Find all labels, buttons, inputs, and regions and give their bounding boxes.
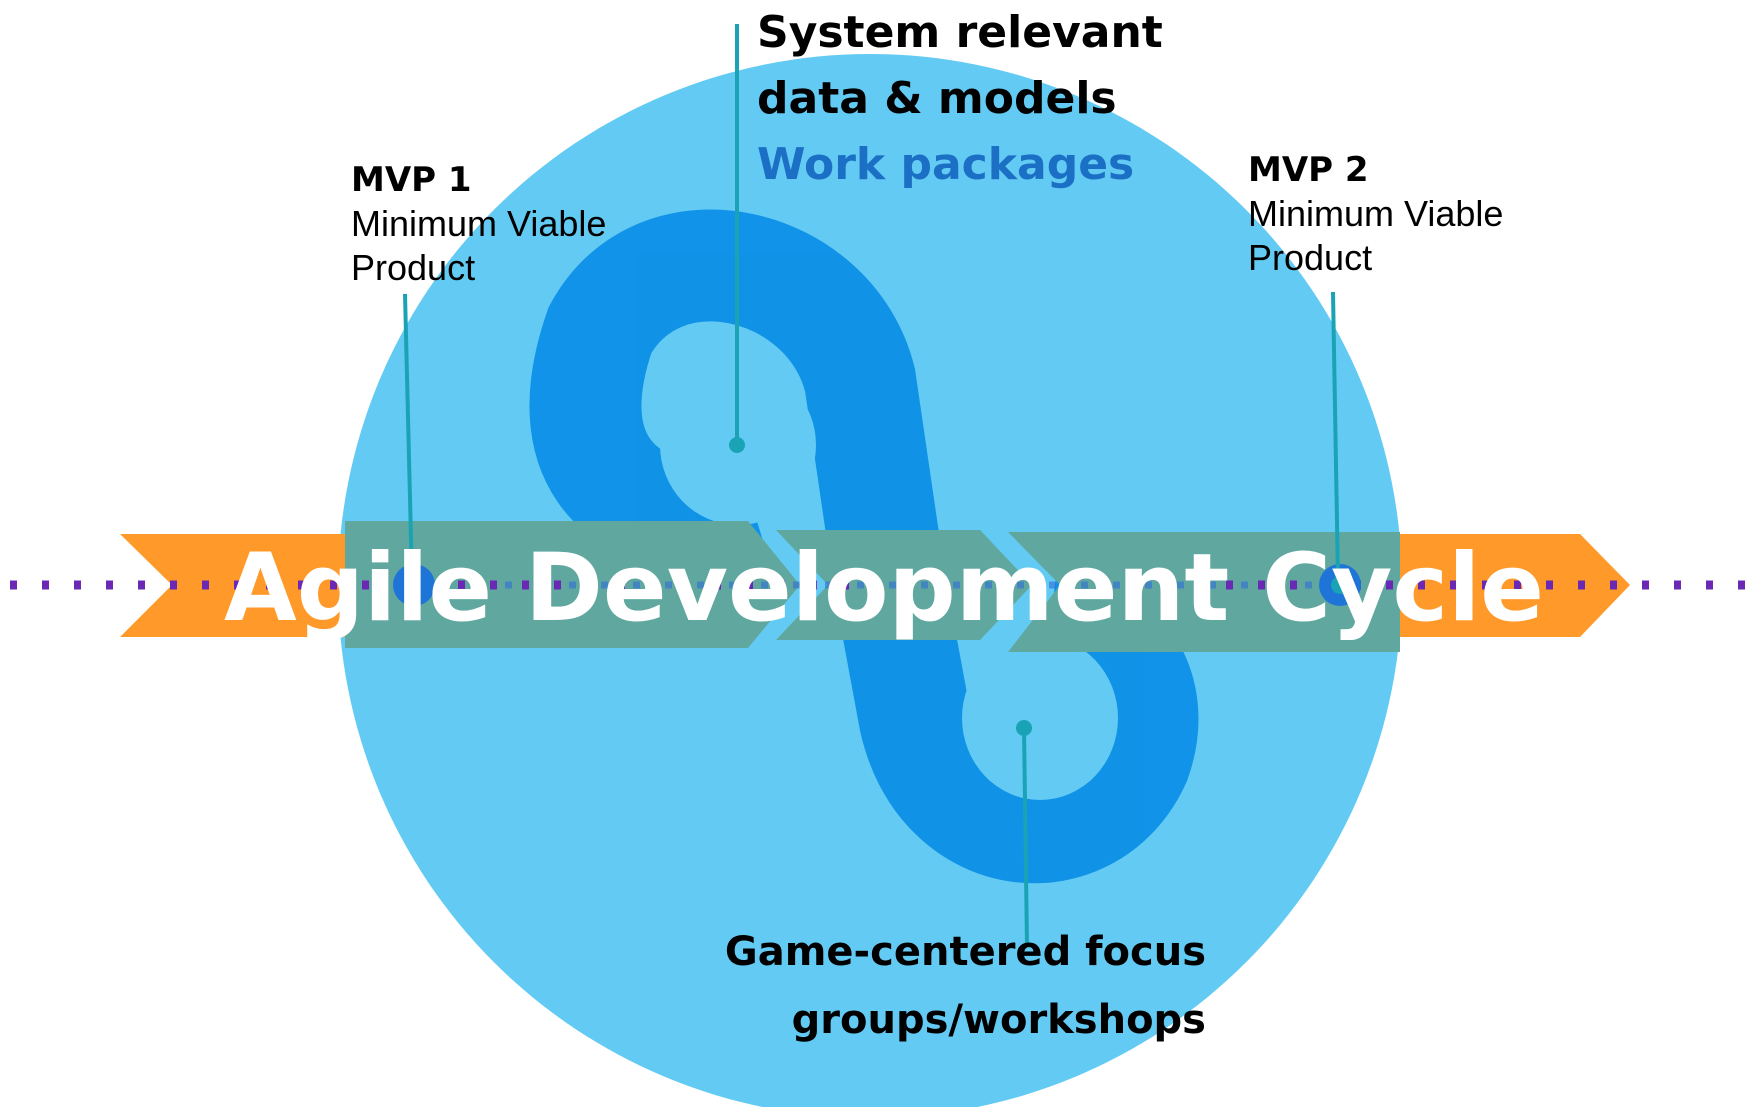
- top-leader-dot: [729, 437, 745, 453]
- mvp1-title: MVP 1: [351, 160, 472, 200]
- lower-loop-hole: [962, 636, 1118, 800]
- mvp1-label: MVP 1 Minimum Viable Product: [351, 158, 631, 290]
- top-callout-line2: data & models: [757, 73, 1117, 124]
- diagram-title: Agile Development Cycle: [223, 534, 1545, 643]
- work-packages-label: Work packages: [757, 139, 1135, 190]
- mvp1-description: Minimum Viable Product: [351, 203, 607, 288]
- mvp2-marker-inner: [1331, 576, 1349, 594]
- top-callout-line1: System relevant: [757, 7, 1163, 58]
- bottom-callout: Game-centered focus groups/workshops: [725, 918, 1206, 1054]
- mvp1-marker: [393, 564, 435, 606]
- arrow-chevron-icon: [1390, 534, 1630, 637]
- mvp2-title: MVP 2: [1248, 150, 1369, 190]
- mvp2-label: MVP 2 Minimum Viable Product: [1248, 148, 1528, 280]
- bottom-callout-line1: Game-centered focus: [724, 929, 1206, 975]
- leader-lines: [403, 24, 1340, 947]
- bottom-callout-line2: groups/workshops: [791, 997, 1206, 1043]
- top-callout: System relevant data & models Work packa…: [757, 0, 1163, 198]
- mvp2-description: Minimum Viable Product: [1248, 193, 1504, 278]
- bottom-leader-dot: [1016, 720, 1032, 736]
- teal-chevron-band: [345, 521, 1400, 652]
